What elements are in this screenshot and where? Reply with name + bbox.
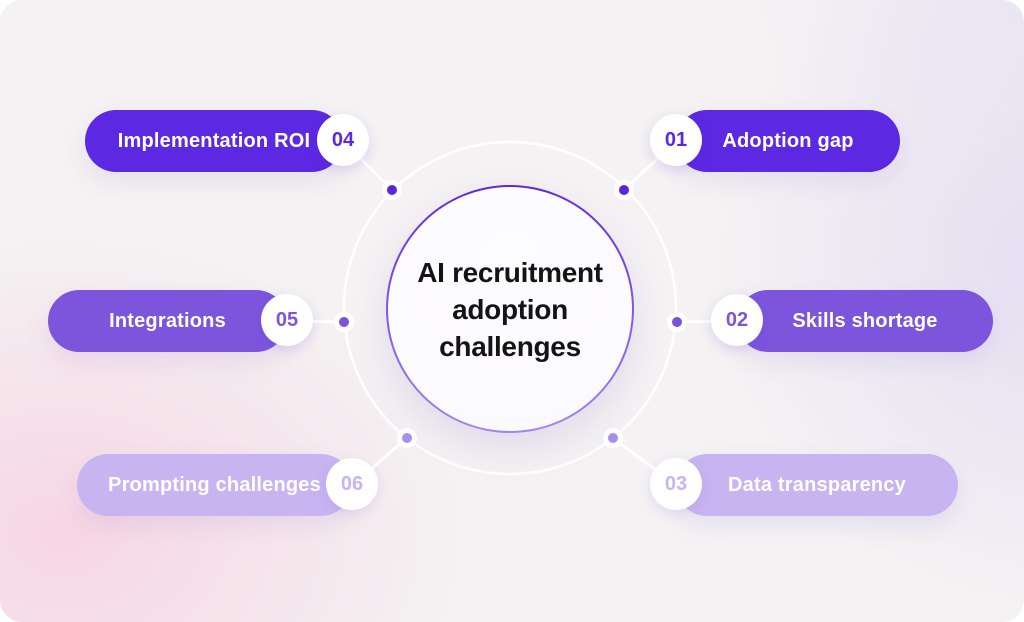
node-dot-04 — [382, 180, 402, 200]
pill-data-transparency: Data transparency 03 — [650, 454, 958, 516]
pill-label: Prompting challenges — [108, 473, 321, 496]
center-circle: AI recruitment adoption challenges — [386, 185, 634, 433]
pill-prompting-challenges: Prompting challenges 06 — [77, 454, 378, 516]
challenge-item-skills-shortage: Skills shortage 02 — [711, 290, 993, 352]
node-dot-03 — [603, 428, 623, 448]
challenge-item-adoption-gap: Adoption gap 01 — [650, 110, 900, 172]
challenge-item-data-transparency: Data transparency 03 — [650, 454, 958, 516]
pill-implementation-roi: Implementation ROI 04 — [85, 110, 369, 172]
pill-label: Adoption gap — [722, 129, 854, 152]
diagram-title: AI recruitment adoption challenges — [417, 256, 603, 362]
number-badge: 03 — [650, 458, 702, 510]
outer-ring — [342, 140, 678, 476]
pill-label: Data transparency — [728, 473, 906, 496]
pill-label: Integrations — [109, 309, 226, 332]
node-dot-05 — [334, 312, 354, 332]
number-badge: 06 — [326, 458, 378, 510]
number-badge: 02 — [711, 294, 763, 346]
pill-label: Implementation ROI — [117, 129, 311, 152]
pill-skills-shortage: Skills shortage 02 — [711, 290, 993, 352]
pill-integrations: Integrations 05 — [48, 290, 313, 352]
number-badge: 01 — [650, 114, 702, 166]
node-dot-01 — [614, 180, 634, 200]
number-badge: 04 — [317, 114, 369, 166]
challenge-item-prompting-challenges: Prompting challenges 06 — [77, 454, 378, 516]
node-dot-02 — [667, 312, 687, 332]
pill-label: Skills shortage — [792, 309, 938, 332]
center-circle-inner: AI recruitment adoption challenges — [388, 187, 632, 431]
pill-adoption-gap: Adoption gap 01 — [650, 110, 900, 172]
challenge-item-implementation-roi: Implementation ROI 04 — [85, 110, 369, 172]
node-dot-06 — [397, 428, 417, 448]
number-badge: 05 — [261, 294, 313, 346]
challenge-item-integrations: Integrations 05 — [48, 290, 313, 352]
